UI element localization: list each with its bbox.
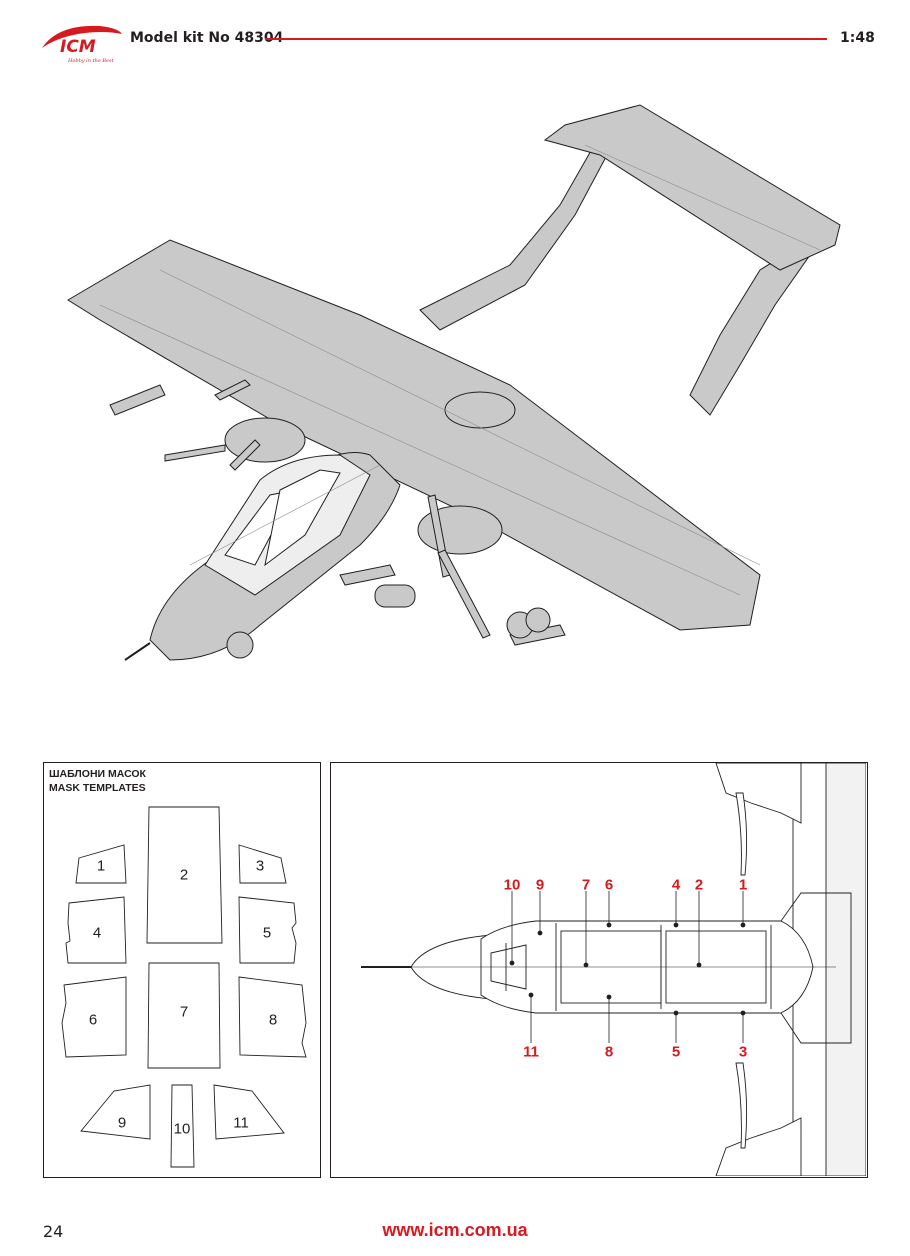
mask-template-3 [238, 844, 287, 884]
page-number: 24 [43, 1222, 64, 1241]
callout-10: 10 [503, 876, 521, 894]
canopy-top-view [361, 763, 866, 1176]
header-rule [265, 38, 827, 40]
mask-template-label-9: 9 [117, 1114, 127, 1132]
callout-2: 2 [694, 876, 704, 894]
mask-placement-panel: 10 9 7 6 4 2 1 11 8 5 3 [330, 762, 868, 1178]
callout-4: 4 [671, 876, 681, 894]
callout-11: 11 [523, 1043, 539, 1061]
mask-template-5 [238, 896, 297, 964]
mask-templates-panel: ШАБЛОНИ МАСОК MASK TEMPLATES 1 2 3 4 5 6… [43, 762, 321, 1178]
callout-6: 6 [604, 876, 614, 894]
page-header: ICM Hobby in the Best Model kit No 48304… [0, 0, 910, 80]
svg-text:Hobby in the Best: Hobby in the Best [67, 58, 115, 64]
mask-template-label-6: 6 [88, 1011, 98, 1029]
aircraft-illustration [67, 104, 841, 661]
mask-template-11 [213, 1084, 285, 1140]
mask-template-6 [61, 976, 127, 1058]
mask-template-1 [75, 844, 127, 884]
mask-template-4 [65, 896, 127, 964]
mask-template-7 [147, 962, 221, 1069]
mask-template-label-4: 4 [92, 924, 102, 942]
callout-1: 1 [738, 876, 748, 894]
mask-templates-title: ШАБЛОНИ МАСОК MASK TEMPLATES [49, 767, 146, 795]
mask-template-label-7: 7 [179, 1003, 189, 1021]
mask-template-10 [170, 1084, 195, 1168]
mask-template-label-3: 3 [255, 857, 265, 875]
callout-9: 9 [535, 876, 545, 894]
mask-template-label-1: 1 [96, 857, 106, 875]
callout-7: 7 [581, 876, 591, 894]
mask-template-shapes [61, 806, 307, 1168]
scale-label: 1:48 [840, 30, 875, 46]
mask-templates-title-en: MASK TEMPLATES [49, 782, 146, 794]
mask-template-2 [146, 806, 223, 944]
mask-template-8 [238, 976, 307, 1058]
icm-logo: ICM Hobby in the Best [42, 25, 122, 64]
website-link[interactable]: www.icm.com.ua [382, 1220, 528, 1240]
mask-template-label-10: 10 [173, 1120, 191, 1138]
mask-template-label-5: 5 [262, 924, 272, 942]
callout-3: 3 [738, 1043, 748, 1061]
mask-template-9 [80, 1084, 151, 1140]
kit-title: Model kit No 48304 [130, 30, 284, 46]
svg-text:ICM: ICM [60, 37, 96, 57]
callout-8: 8 [604, 1043, 614, 1061]
callout-5: 5 [671, 1043, 681, 1061]
mask-template-label-2: 2 [179, 866, 189, 884]
mask-templates-title-ua: ШАБЛОНИ МАСОК [49, 768, 146, 780]
mask-template-label-8: 8 [268, 1011, 278, 1029]
mask-template-label-11: 11 [233, 1114, 249, 1132]
